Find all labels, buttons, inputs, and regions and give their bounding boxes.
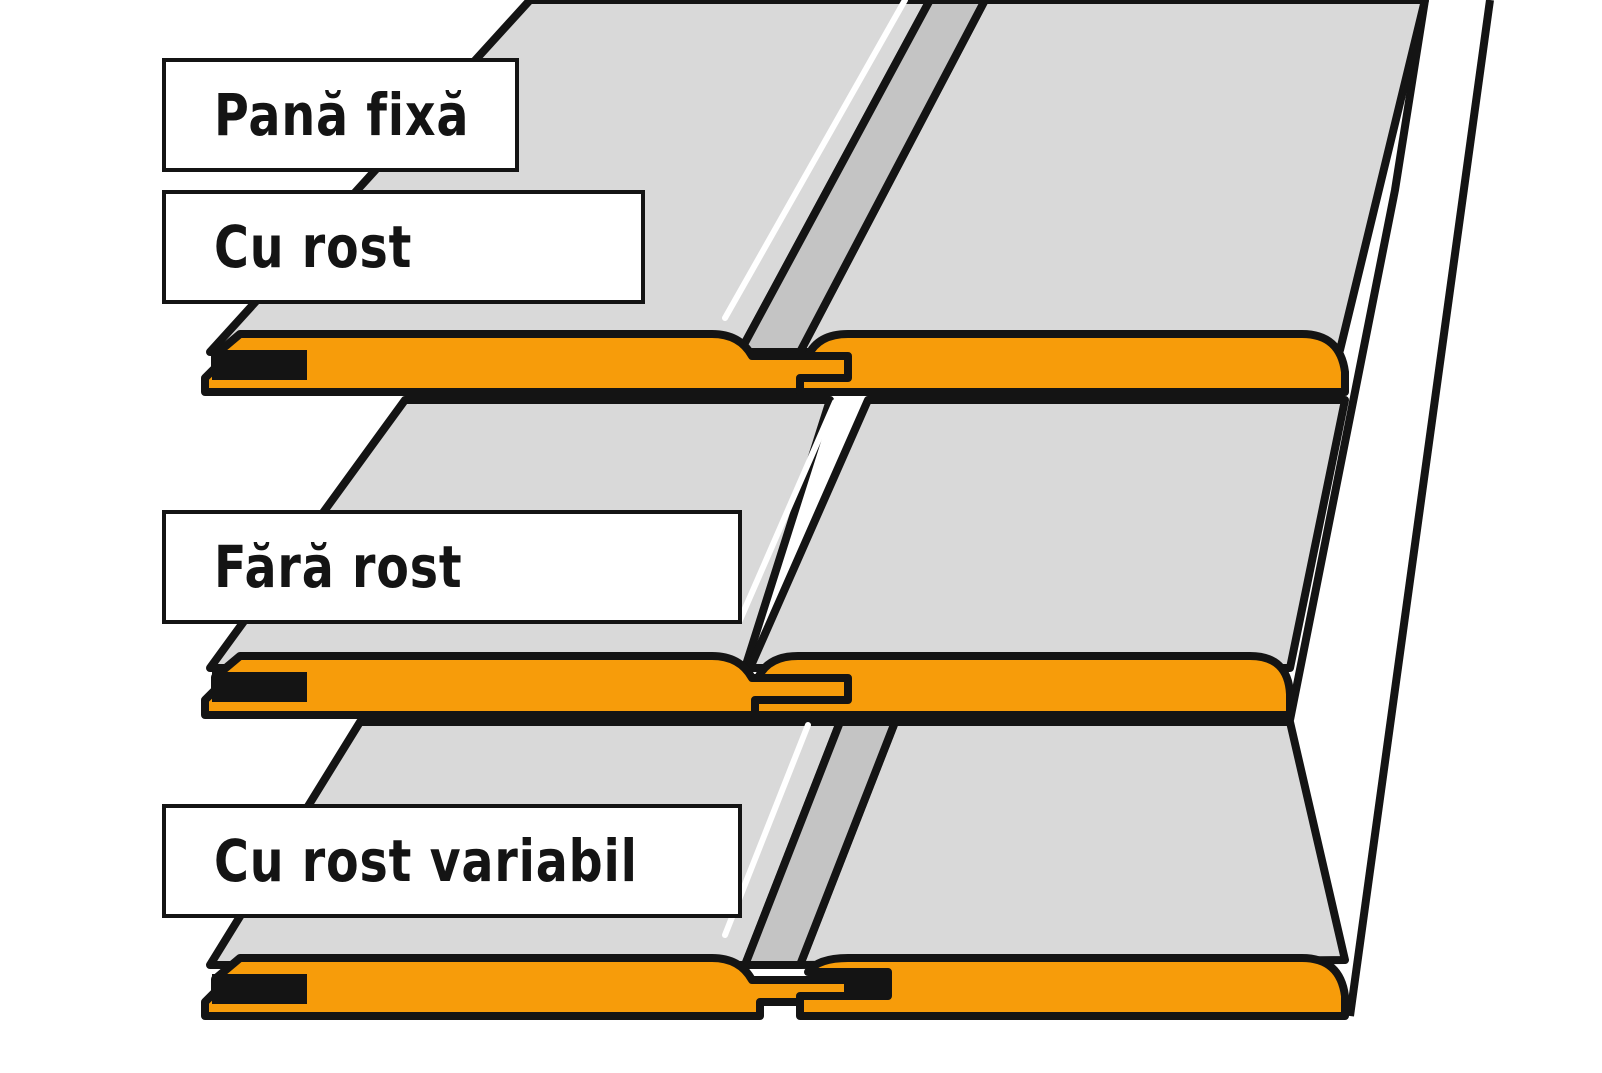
board-face-right-mid bbox=[746, 396, 1349, 672]
profile-row-2 bbox=[201, 652, 1294, 719]
profile-row-3 bbox=[201, 954, 1349, 1020]
label-box-title: Pană fixă bbox=[162, 58, 519, 172]
panel-inner-edge bbox=[1286, 0, 1429, 721]
spline-slot-3 bbox=[848, 970, 888, 1000]
label-box-row-1: Cu rost bbox=[162, 190, 645, 304]
highlight-line-top bbox=[722, 0, 908, 321]
row-label-1: Cu rost bbox=[214, 213, 413, 281]
panel-right-edge bbox=[1346, 0, 1494, 1017]
label-box-row-2: Fără rost bbox=[162, 510, 742, 624]
row-label-3: Cu rost variabil bbox=[214, 827, 638, 895]
label-box-row-3: Cu rost variabil bbox=[162, 804, 742, 918]
board-profile-right-3 bbox=[796, 954, 1349, 1020]
groove-strip-low bbox=[741, 718, 899, 969]
board-profile-right-1 bbox=[796, 330, 1349, 396]
tongue-slot-1 bbox=[212, 350, 307, 380]
row-label-2: Fără rost bbox=[214, 533, 463, 601]
board-profile-right-2 bbox=[751, 652, 1294, 719]
title-label: Pană fixă bbox=[214, 81, 470, 149]
tongue-slot-2 bbox=[212, 672, 307, 702]
profile-row-1 bbox=[201, 330, 1349, 396]
tongue-slot-3 bbox=[212, 974, 307, 1004]
highlight-line-mid bbox=[737, 399, 838, 623]
